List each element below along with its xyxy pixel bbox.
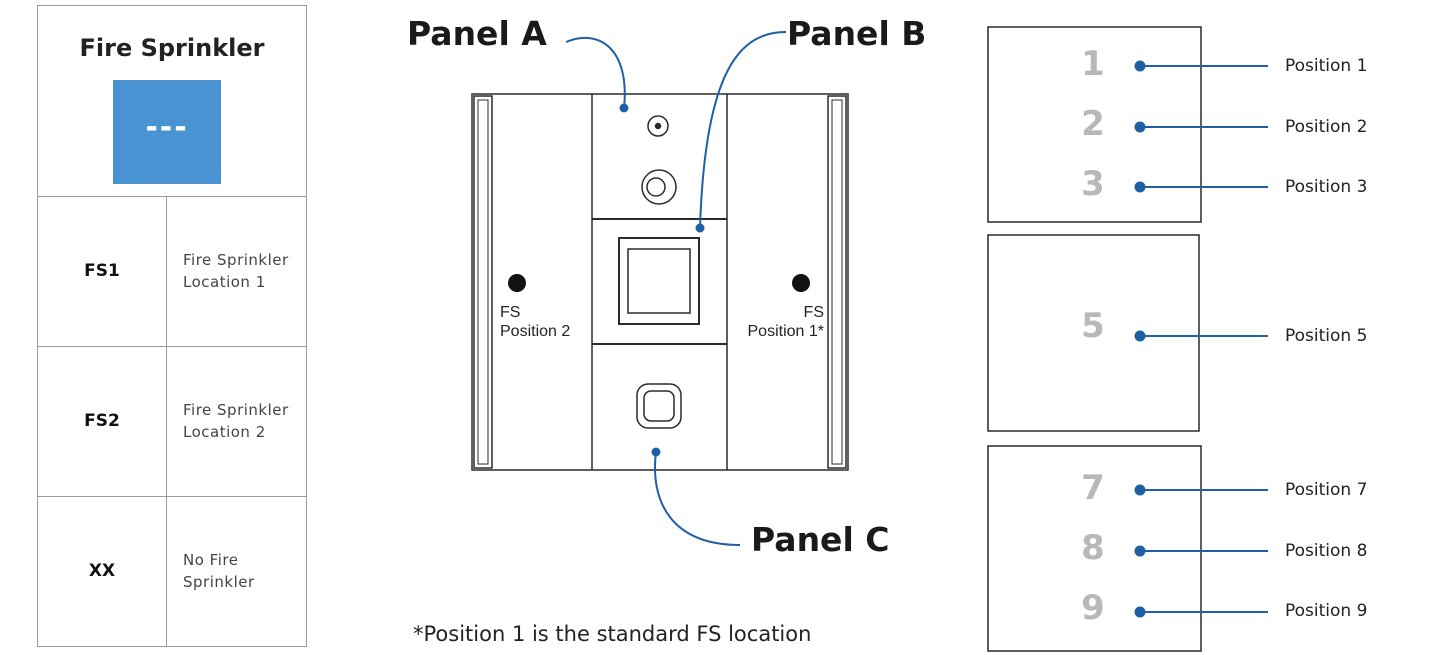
lower-panel-box xyxy=(987,445,1202,652)
code-fs2: FS2 xyxy=(84,411,120,431)
upper-panel-box xyxy=(987,26,1202,223)
left-trim xyxy=(473,95,493,469)
panel-b-features xyxy=(618,237,700,325)
panel-a-dot xyxy=(619,103,629,113)
device-frame xyxy=(471,93,849,471)
panel-b-label: Panel B xyxy=(787,14,927,53)
fs-left-line1: FS xyxy=(500,304,521,321)
table-header: Fire Sprinkler --- xyxy=(38,6,306,197)
panel-b-dot xyxy=(695,223,705,233)
position-7-digit: 7 xyxy=(1081,468,1105,508)
position-1-label: Position 1 xyxy=(1285,56,1368,76)
position-9-label: Position 9 xyxy=(1285,601,1368,621)
footnote: *Position 1 is the standard FS location xyxy=(413,622,812,646)
switch-outer xyxy=(618,237,700,325)
position-8-digit: 8 xyxy=(1081,528,1105,568)
device-outline xyxy=(471,93,849,471)
code-cell: FS2 xyxy=(38,346,167,496)
right-trim-inner xyxy=(831,99,843,465)
fs-position-2-marker xyxy=(508,274,526,292)
indicator-dot xyxy=(654,122,662,130)
fs-position-1-marker xyxy=(792,274,810,292)
position-5-digit: 5 xyxy=(1081,306,1105,346)
panel-c-callout xyxy=(654,451,741,546)
position-1-digit: 1 xyxy=(1081,44,1105,84)
code-fs1: FS1 xyxy=(84,261,120,281)
position-2-digit: 2 xyxy=(1081,104,1105,144)
color-swatch: --- xyxy=(113,80,221,184)
fs-right-line2: Position 1* xyxy=(747,323,825,340)
position-5-label: Position 5 xyxy=(1285,326,1368,346)
position-leaders xyxy=(1134,60,1268,618)
code-cell: FS1 xyxy=(38,196,167,346)
fire-sprinkler-table: Fire Sprinkler --- FS1 Fire Sprinkler Lo… xyxy=(37,5,307,647)
port-outer xyxy=(636,383,682,429)
panel-b-callout xyxy=(699,31,787,229)
fs-position-1-label: FS Position 1* xyxy=(730,303,825,341)
position-3-digit: 3 xyxy=(1081,164,1105,204)
switch-inner xyxy=(627,248,691,314)
panel-a-callout xyxy=(565,37,626,109)
fs-right-line1: FS xyxy=(803,304,824,321)
table-row: FS1 Fire Sprinkler Location 1 xyxy=(38,196,306,347)
fs-left-line2: Position 2 xyxy=(500,323,571,340)
description-xx: No Fire Sprinkler xyxy=(183,551,255,591)
middle-panel-box xyxy=(987,234,1200,432)
code-xx: XX xyxy=(88,561,116,581)
swatch-text: --- xyxy=(145,110,189,145)
panel-a-features xyxy=(641,115,677,205)
port-inner xyxy=(643,390,675,422)
position-3-label: Position 3 xyxy=(1285,177,1368,197)
position-panels xyxy=(987,26,1202,652)
table-row: XX No Fire Sprinkler xyxy=(38,496,306,646)
position-8-label: Position 8 xyxy=(1285,541,1368,561)
knob-inner xyxy=(646,177,666,197)
panel-c-label: Panel C xyxy=(751,520,890,559)
panel-callouts xyxy=(565,31,787,546)
panel-c-features xyxy=(636,383,682,429)
left-trim-inner xyxy=(477,99,489,465)
right-trim xyxy=(827,95,847,469)
description-fs2: Fire Sprinkler Location 2 xyxy=(183,401,289,441)
description-fs1: Fire Sprinkler Location 1 xyxy=(183,251,289,291)
knob-outer xyxy=(641,169,677,205)
position-2-label: Position 2 xyxy=(1285,117,1368,137)
indicator-ring xyxy=(647,115,669,137)
fs-position-2-label: FS Position 2 xyxy=(500,303,570,341)
panel-c-dot xyxy=(651,447,661,457)
table-title: Fire Sprinkler xyxy=(79,34,265,62)
panel-a-label: Panel A xyxy=(407,14,547,53)
code-cell: XX xyxy=(38,496,167,646)
position-7-label: Position 7 xyxy=(1285,480,1368,500)
position-9-digit: 9 xyxy=(1081,588,1105,628)
table-row: FS2 Fire Sprinkler Location 2 xyxy=(38,346,306,497)
